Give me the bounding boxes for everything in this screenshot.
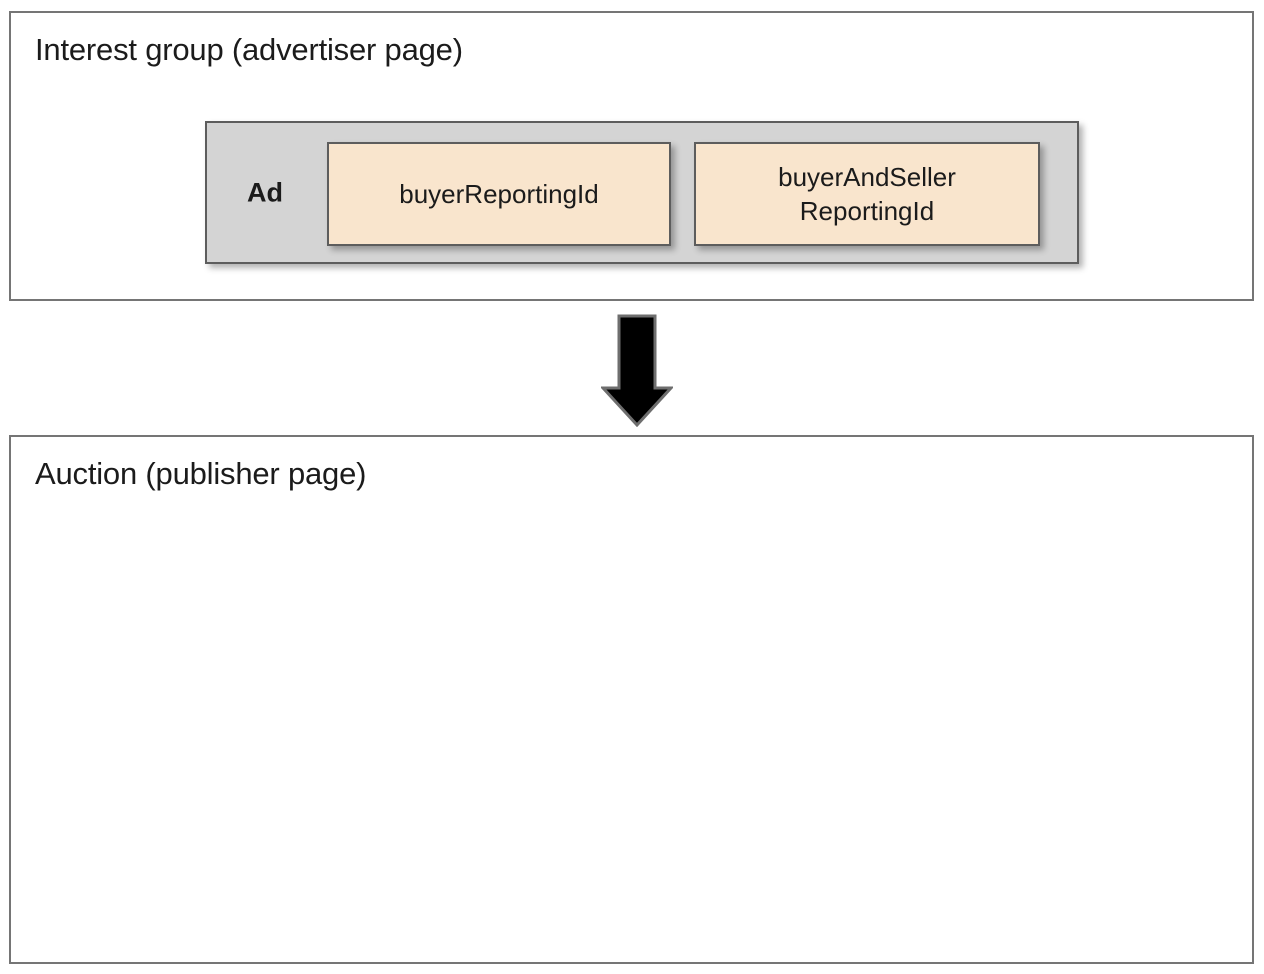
page-title-interest-group: Interest group (advertiser page) (35, 32, 463, 67)
ad-container: Ad buyerReportingId buyerAndSeller Repor… (205, 121, 1079, 264)
chip-label-line2: ReportingId (799, 196, 935, 226)
auction-panel: Auction (publisher page) reportResult() … (9, 435, 1254, 964)
chip-buyer-and-seller-reporting-id: buyerAndSeller ReportingId (694, 142, 1040, 246)
down-arrow-icon (601, 314, 673, 427)
chip-label-line1: buyerAndSeller (778, 162, 956, 192)
ad-label: Ad (247, 177, 283, 207)
chip-label: buyerAndSeller ReportingId (772, 160, 962, 228)
page-title-auction: Auction (publisher page) (35, 456, 367, 491)
chip-buyer-reporting-id: buyerReportingId (327, 142, 671, 246)
interest-group-panel: Interest group (advertiser page) Ad buye… (9, 11, 1254, 301)
chip-label: buyerReportingId (399, 178, 599, 209)
